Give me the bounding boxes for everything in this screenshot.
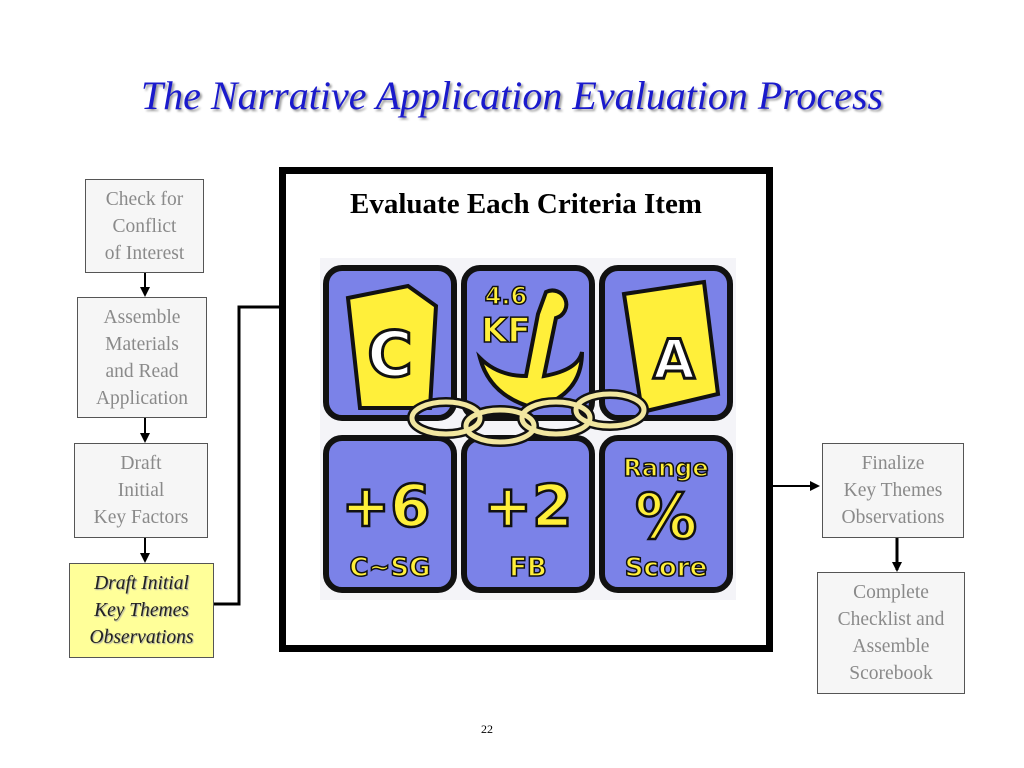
step-line: Materials: [105, 333, 179, 355]
step-line: Complete: [853, 582, 929, 603]
step-draft-key-factors: Draft Initial Key Factors: [74, 443, 208, 538]
tile-csg: C~SG: [350, 553, 431, 583]
tile-fb-letters: FB: [509, 553, 547, 583]
anchor-icon: [476, 288, 584, 411]
tile-plus2: +2: [484, 472, 573, 540]
step-line: Finalize: [861, 453, 925, 474]
step-line: Scorebook: [849, 663, 933, 684]
step-line: Assemble: [852, 636, 930, 657]
step-line: Draft: [120, 453, 162, 474]
step-line: Key Themes: [94, 600, 189, 621]
step-line: of Interest: [104, 242, 185, 264]
tile-range: Range: [623, 454, 708, 482]
step-line: Observations: [89, 627, 194, 648]
step-line: Check for: [105, 188, 184, 210]
page-number: 22: [481, 722, 493, 736]
tile-plus6: +6: [342, 472, 431, 540]
step-line: Observations: [841, 507, 945, 528]
step-line: Initial: [117, 480, 165, 501]
step-line: Conflict: [112, 215, 177, 237]
tile-score: [599, 435, 733, 593]
step-line: Key Themes: [843, 480, 943, 501]
notebook-a-icon: [621, 279, 721, 415]
step-line: Key Factors: [93, 507, 189, 528]
slide-title: The Narrative Application Evaluation Pro…: [140, 73, 884, 118]
step-assemble-materials: Assemble Materials and Read Application: [77, 297, 207, 418]
tile-a-letter: A: [653, 328, 695, 391]
step-line: Draft Initial: [94, 573, 189, 594]
tile-c-sg: [323, 435, 457, 593]
book-c-icon: [345, 283, 439, 410]
arrow-themes-to-evaluate: [214, 302, 307, 606]
step-line: and Read: [105, 360, 179, 382]
tile-kf-letters: KF: [481, 311, 531, 351]
evaluate-criteria-title: Evaluate Each Criteria Item: [350, 188, 702, 220]
step-line: Assemble: [103, 306, 181, 328]
criteria-illustration: C 4.6 KF A +6 C~SG +2 FB Range % Score: [320, 258, 736, 600]
step-line: Application: [95, 387, 189, 409]
tile-c-letter: C: [367, 318, 413, 391]
tile-kf-top: 4.6: [485, 282, 528, 310]
step-finalize-key-themes: Finalize Key Themes Observations: [822, 443, 964, 538]
step-line: Checklist and: [837, 609, 945, 630]
evaluate-criteria-panel: Evaluate Each Criteria Item C 4.6 KF A: [279, 167, 773, 652]
step-complete-checklist: Complete Checklist and Assemble Scoreboo…: [817, 572, 965, 694]
tile-percent: %: [635, 480, 697, 553]
tile-score-text: Score: [625, 553, 707, 583]
step-draft-key-themes: Draft Initial Key Themes Observations: [69, 563, 214, 658]
step-check-conflict: Check for Conflict of Interest: [85, 179, 204, 273]
